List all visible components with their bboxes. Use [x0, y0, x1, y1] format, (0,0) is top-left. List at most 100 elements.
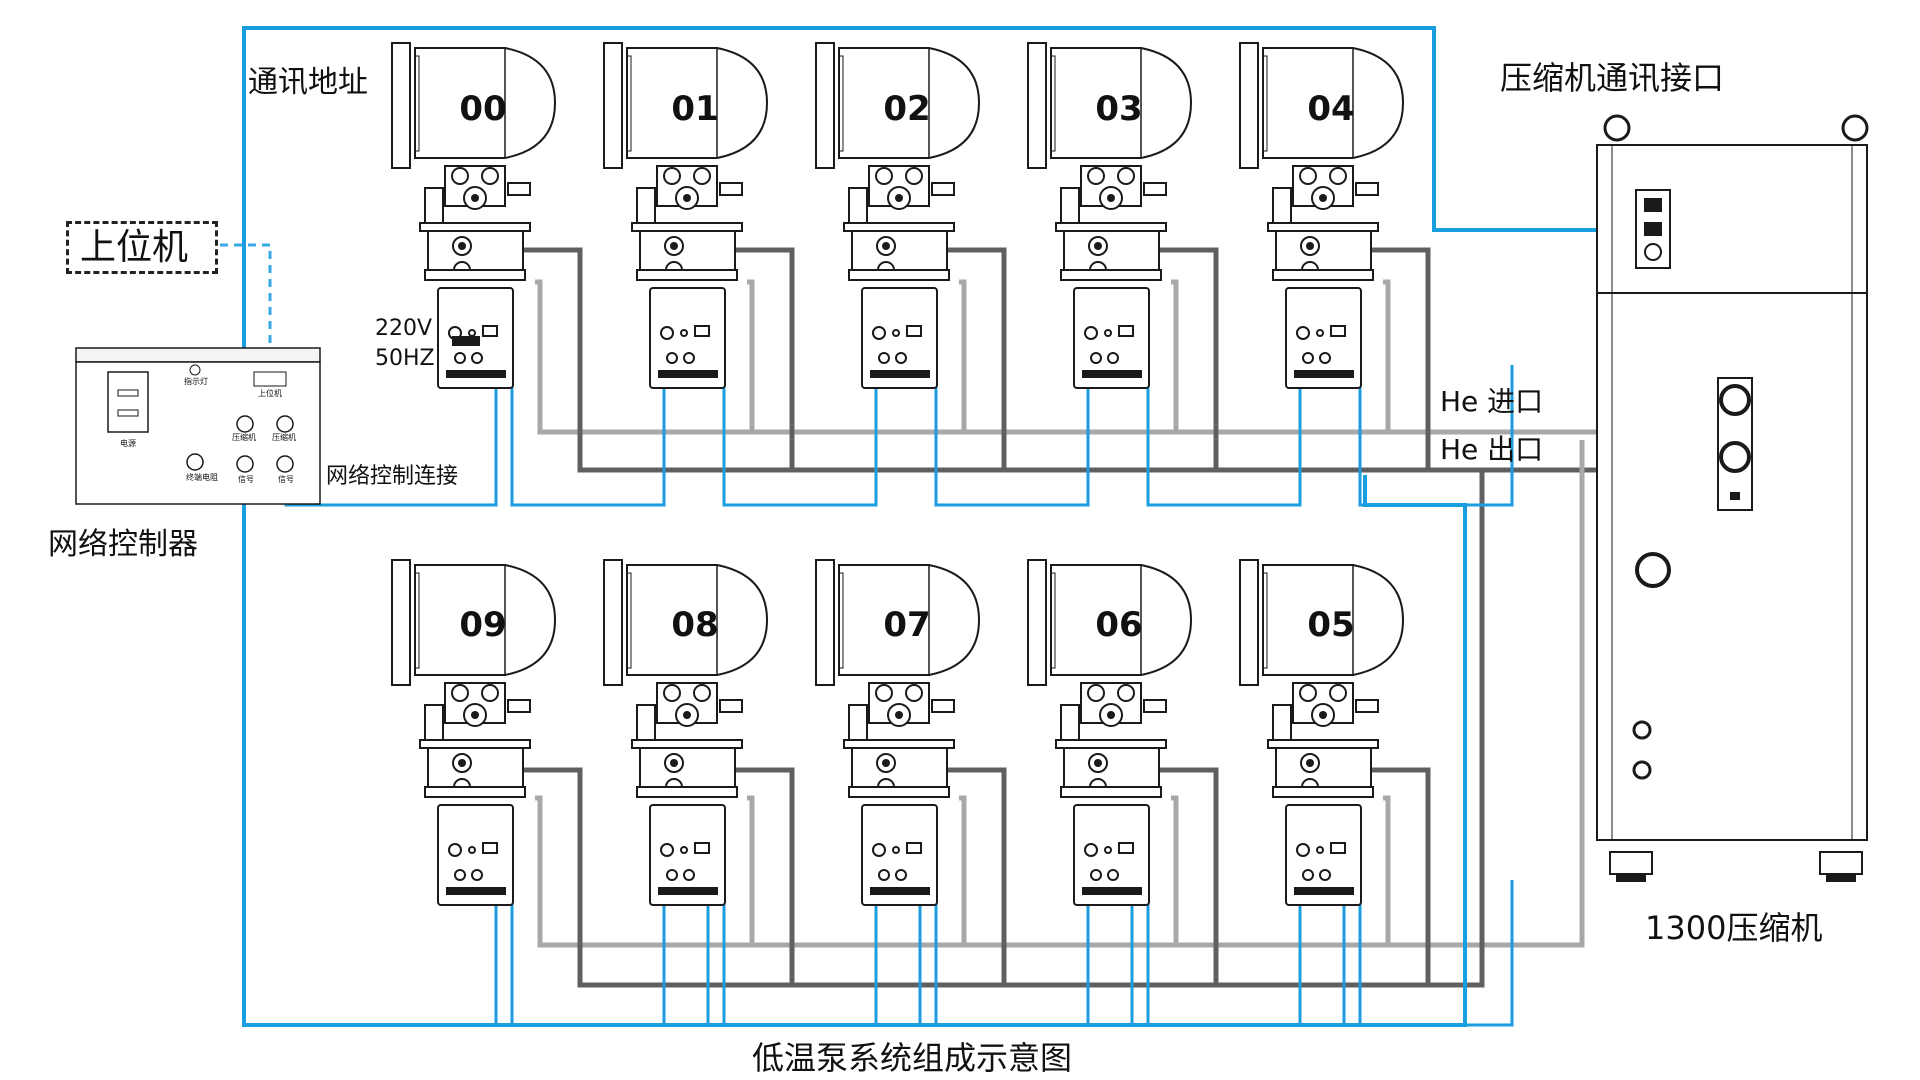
controller-port	[482, 325, 498, 337]
controller-dial	[1084, 843, 1098, 857]
cylinder-body	[626, 47, 769, 159]
host-computer-box	[66, 221, 218, 274]
controller-port	[1330, 325, 1346, 337]
controller-connector	[1302, 352, 1314, 364]
controller-port	[1118, 842, 1134, 854]
pump-04-number: 04	[1307, 89, 1355, 129]
coldhead	[1275, 230, 1372, 274]
he-return-drop	[732, 247, 795, 470]
side-valve	[1355, 699, 1379, 713]
controller-connector	[454, 352, 466, 364]
side-valve	[1143, 699, 1167, 713]
comm-loop-outer	[242, 475, 1467, 1027]
controller-port	[482, 842, 498, 854]
gauge-center	[1319, 194, 1327, 202]
side-valve	[848, 187, 868, 224]
power-frequency-label: 50HZ	[375, 346, 435, 371]
host-computer-label: 上位机	[80, 227, 189, 268]
host-dashed-link	[220, 243, 272, 370]
flange	[603, 559, 623, 686]
coldhead	[1063, 747, 1160, 791]
controller-lid	[75, 347, 321, 363]
he-supply-bottom	[535, 440, 1585, 948]
comm-socket	[1644, 198, 1662, 212]
flange-ring	[838, 55, 844, 152]
he-supply-drop-bottom	[747, 795, 755, 945]
coldhead-base	[1272, 786, 1374, 798]
controller-strip	[1082, 887, 1142, 895]
he-return-drop	[944, 247, 1007, 470]
cylinder-body	[1050, 47, 1193, 159]
daisy-chain-top	[1358, 365, 1514, 507]
caster-foot	[1826, 874, 1856, 882]
port-tag	[1730, 492, 1740, 500]
gauge-center	[683, 194, 691, 202]
controller-led	[1104, 329, 1112, 337]
valve-knob	[1299, 167, 1317, 185]
flange	[815, 559, 835, 686]
valve-knob	[481, 684, 499, 702]
controller-connector	[1319, 869, 1331, 881]
power-voltage-label: 220V	[375, 316, 433, 341]
valve-knob	[481, 167, 499, 185]
controller-strip	[870, 887, 930, 895]
he-supply-drop-bottom	[1171, 795, 1179, 945]
cryopump-top-2	[815, 42, 981, 389]
network-control-link-label: 网络控制连接	[326, 464, 459, 489]
valve-knob	[1087, 167, 1105, 185]
comm-lines	[220, 26, 1636, 1027]
comm-circular-socket	[1644, 243, 1662, 261]
flange	[391, 42, 411, 169]
controller-led	[1316, 846, 1324, 854]
cryopump-bottom-4	[1239, 559, 1405, 906]
side-valve	[1272, 187, 1292, 224]
controller-strip	[446, 370, 506, 378]
cryopump-bottom-3	[1027, 559, 1193, 906]
breaker-switch	[1632, 760, 1652, 780]
coldhead	[851, 230, 948, 274]
controller-port	[694, 325, 710, 337]
controller-connector	[454, 869, 466, 881]
flange-ring	[1262, 572, 1268, 669]
controller-port	[906, 842, 922, 854]
flange-ring	[414, 55, 420, 152]
cryopump-bottom-0	[391, 559, 557, 906]
gauge-center	[895, 711, 903, 719]
mount-plate	[631, 739, 743, 749]
panel-connector	[276, 455, 294, 473]
daisy-chain-top	[1146, 365, 1302, 507]
cryopump-top-1	[603, 42, 769, 389]
valve-knob	[1117, 167, 1135, 185]
flange	[1239, 42, 1259, 169]
side-valve	[1355, 182, 1379, 196]
flange	[603, 42, 623, 169]
cylinder-body	[626, 564, 769, 676]
gauge-center	[1107, 194, 1115, 202]
coldhead	[639, 747, 736, 791]
flange	[815, 42, 835, 169]
controller-connector	[1090, 869, 1102, 881]
coldhead-base	[1060, 786, 1162, 798]
valve-knob	[693, 167, 711, 185]
mount-plate	[1055, 222, 1167, 232]
lifting-eye	[1603, 114, 1631, 142]
power-socket	[107, 371, 149, 433]
controller-dial	[660, 326, 674, 340]
he-return-top	[520, 247, 1660, 473]
power-plug	[452, 336, 480, 346]
controller-connector	[471, 869, 483, 881]
controller-strip	[446, 887, 506, 895]
pump-00-number: 00	[459, 89, 507, 129]
caster-wheel	[1819, 851, 1863, 875]
controller-connector	[666, 352, 678, 364]
valve-knob	[875, 167, 893, 185]
cylinder-body	[838, 47, 981, 159]
controller-connector	[1090, 352, 1102, 364]
controller-port	[906, 325, 922, 337]
he-inlet-port	[1719, 384, 1751, 416]
controller-dial	[1084, 326, 1098, 340]
side-valve	[931, 699, 955, 713]
side-valve	[1060, 704, 1080, 741]
he-return-drop	[1156, 247, 1219, 470]
